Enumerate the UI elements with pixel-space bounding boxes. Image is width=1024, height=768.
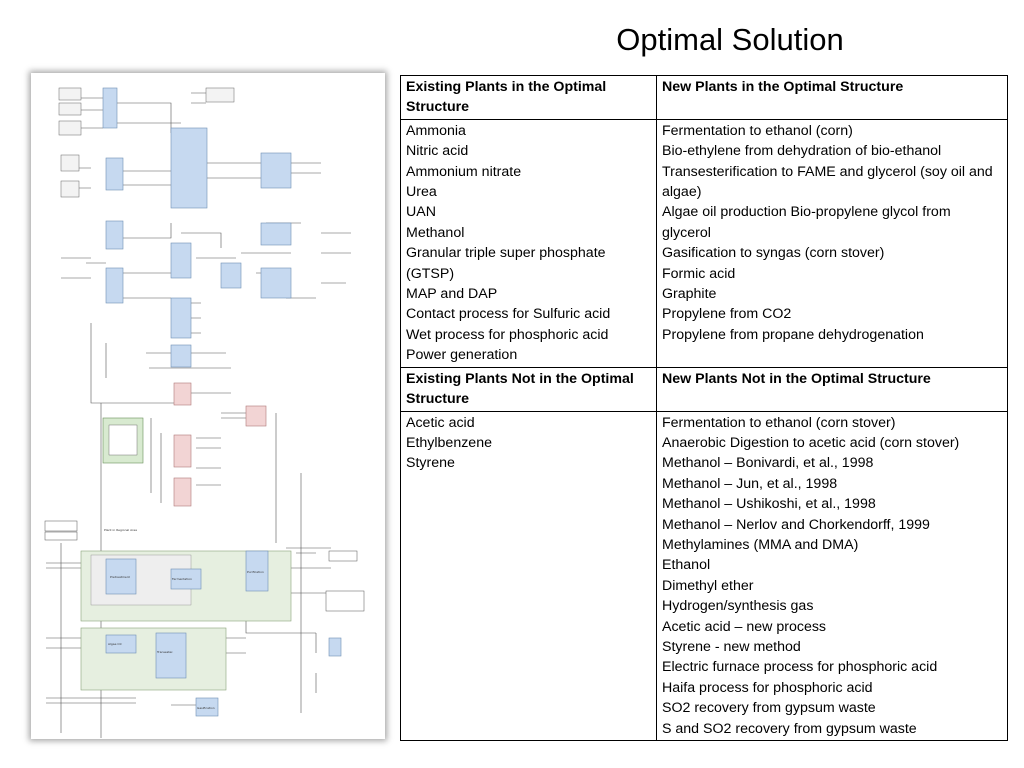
list-item: Algae oil production Bio-propylene glyco…	[662, 204, 951, 241]
list-item: Wet process for phosphoric acid	[406, 326, 609, 343]
regional-plant-box	[102, 417, 144, 464]
svg-text:Plant in Regional Area: Plant in Regional Area	[104, 528, 137, 532]
new-process-boxes	[105, 550, 342, 717]
list-item: Methylamines (MMA and DMA)	[662, 536, 859, 553]
list-item: Acetic acid	[406, 414, 475, 431]
legend-boxes	[44, 520, 365, 612]
new-not-in-optimal-list: Fermentation to ethanol (corn stover) An…	[656, 410, 1008, 741]
slide-title: Optimal Solution	[616, 22, 844, 57]
input-boxes	[58, 87, 235, 198]
list-item: Electric furnace process for phosphoric …	[662, 659, 938, 676]
list-item: Fermentation to ethanol (corn)	[662, 122, 853, 139]
existing-plant-boxes	[102, 87, 292, 368]
list-item: Propylene from propane dehydrogenation	[662, 326, 924, 343]
diagram-text: Plant in Regional Area Pretreatment Ferm…	[104, 528, 264, 710]
list-item: Styrene	[406, 455, 455, 472]
list-item: Methanol	[406, 224, 465, 241]
list-item: UAN	[406, 204, 436, 221]
list-item: Contact process for Sulfuric acid	[406, 306, 611, 323]
table-row: Ammonia Nitric acid Ammonium nitrate Ure…	[400, 118, 1008, 368]
list-item: Ethylbenzene	[406, 434, 492, 451]
list-item: Transesterification to FAME and glycerol…	[662, 163, 993, 201]
list-item: Nitric acid	[406, 143, 469, 160]
list-item: Methanol – Ushikoshi, et al., 1998	[662, 496, 876, 513]
new-in-optimal-list: Fermentation to ethanol (corn) Bio-ethyl…	[656, 118, 1008, 368]
process-flow-diagram: Plant in Regional Area Pretreatment Ferm…	[31, 73, 385, 739]
new-plant-boxes	[173, 382, 267, 507]
list-item: Hydrogen/synthesis gas	[662, 598, 814, 615]
list-item: Haifa process for phosphoric acid	[662, 679, 873, 696]
list-item: Power generation	[406, 347, 518, 364]
table-row: Acetic acid Ethylbenzene Styrene Ferment…	[400, 410, 1008, 741]
plants-table: Existing Plants in the Optimal Structure…	[400, 75, 1008, 741]
diagram-lines	[46, 92, 356, 738]
existing-not-in-optimal-list: Acetic acid Ethylbenzene Styrene	[400, 410, 657, 741]
table-header-row: Existing Plants in the Optimal Structure…	[400, 75, 1008, 120]
list-item: Methanol – Bonivardi, et al., 1998	[662, 455, 874, 472]
svg-text:Transester.: Transester.	[156, 650, 173, 654]
list-item: Gasification to syngas (corn stover)	[662, 245, 885, 262]
list-item: Fermentation to ethanol (corn stover)	[662, 414, 896, 431]
list-item: Methanol – Nerlov and Chorkendorff, 1999	[662, 516, 930, 533]
list-item: Dimethyl ether	[662, 577, 754, 594]
list-item: Granular triple super phosphate (GTSP)	[406, 245, 606, 282]
header-existing-in-optimal: Existing Plants in the Optimal Structure	[400, 75, 657, 120]
table-header-row: Existing Plants Not in the Optimal Struc…	[400, 366, 1008, 412]
list-item: Bio-ethylene from dehydration of bio-eth…	[662, 143, 942, 160]
list-item: Ammonium nitrate	[406, 163, 522, 180]
list-item: Anaerobic Digestion to acetic acid (corn…	[662, 434, 960, 451]
list-item: MAP and DAP	[406, 286, 498, 303]
list-item: Methanol – Jun, et al., 1998	[662, 475, 838, 492]
list-item: SO2 recovery from gypsum waste	[662, 700, 876, 717]
svg-text:Pretreatment: Pretreatment	[110, 575, 131, 579]
list-item: Formic acid	[662, 265, 736, 282]
process-flow-svg: Plant in Regional Area Pretreatment Ferm…	[44, 87, 365, 738]
svg-text:Gasification: Gasification	[197, 706, 215, 710]
svg-text:Algae Oil: Algae Oil	[108, 642, 122, 646]
svg-text:Purification: Purification	[247, 570, 264, 574]
list-item: Graphite	[662, 286, 717, 303]
list-item: Propylene from CO2	[662, 306, 792, 323]
header-new-not-in-optimal: New Plants Not in the Optimal Structure	[656, 366, 1008, 412]
svg-text:Fermentation: Fermentation	[172, 577, 192, 581]
list-item: S and SO2 recovery from gypsum waste	[662, 720, 917, 737]
list-item: Ethanol	[662, 557, 711, 574]
list-item: Acetic acid – new process	[662, 618, 827, 635]
existing-in-optimal-list: Ammonia Nitric acid Ammonium nitrate Ure…	[400, 118, 657, 368]
list-item: Ammonia	[406, 122, 466, 139]
list-item: Urea	[406, 184, 437, 201]
header-new-in-optimal: New Plants in the Optimal Structure	[656, 75, 1008, 120]
list-item: Styrene - new method	[662, 638, 801, 655]
header-existing-not-in-optimal: Existing Plants Not in the Optimal Struc…	[400, 366, 657, 412]
